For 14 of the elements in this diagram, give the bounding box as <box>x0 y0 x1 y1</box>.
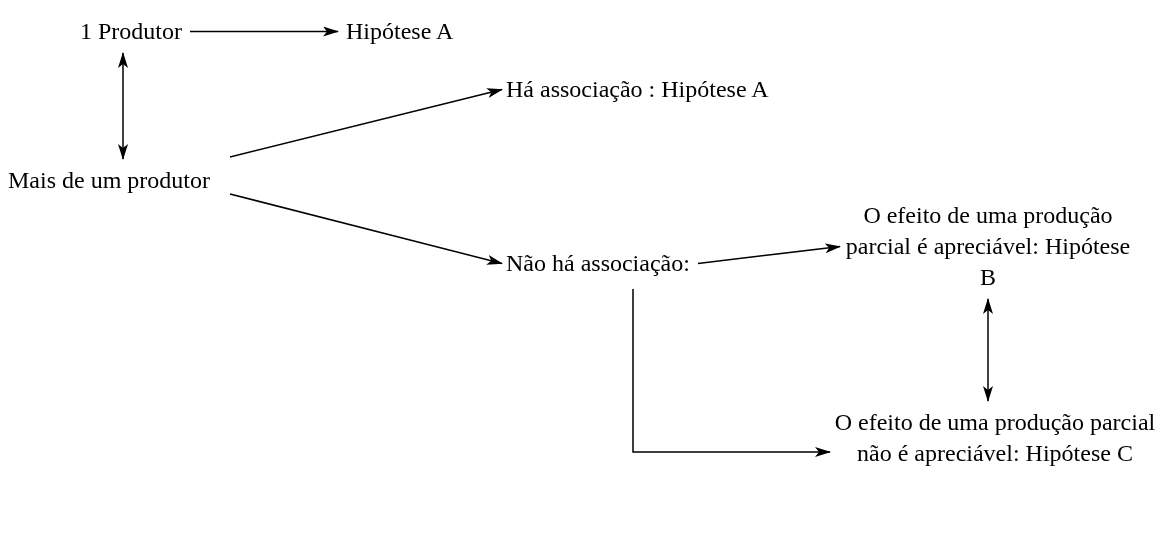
arrow <box>229 193 503 265</box>
node-text: O efeito de uma produção parcial não é apreciável: Hipótese C <box>834 409 1156 466</box>
node-text: Mais de um produtor <box>8 167 210 193</box>
arrow <box>229 88 503 158</box>
node-text: O efeito de uma produção parcial é apreciável: Hipótese B <box>845 202 1131 290</box>
node-text: Hipótese A <box>346 18 454 44</box>
arrow <box>632 288 831 457</box>
node-text: Não há associação: <box>506 250 690 276</box>
arrow <box>118 52 128 160</box>
arrow <box>697 243 841 265</box>
arrow <box>983 298 993 402</box>
arrow <box>189 26 339 37</box>
node-text: 1 Produtor <box>80 18 182 44</box>
node-text: Há associação : Hipótese A <box>506 76 769 102</box>
